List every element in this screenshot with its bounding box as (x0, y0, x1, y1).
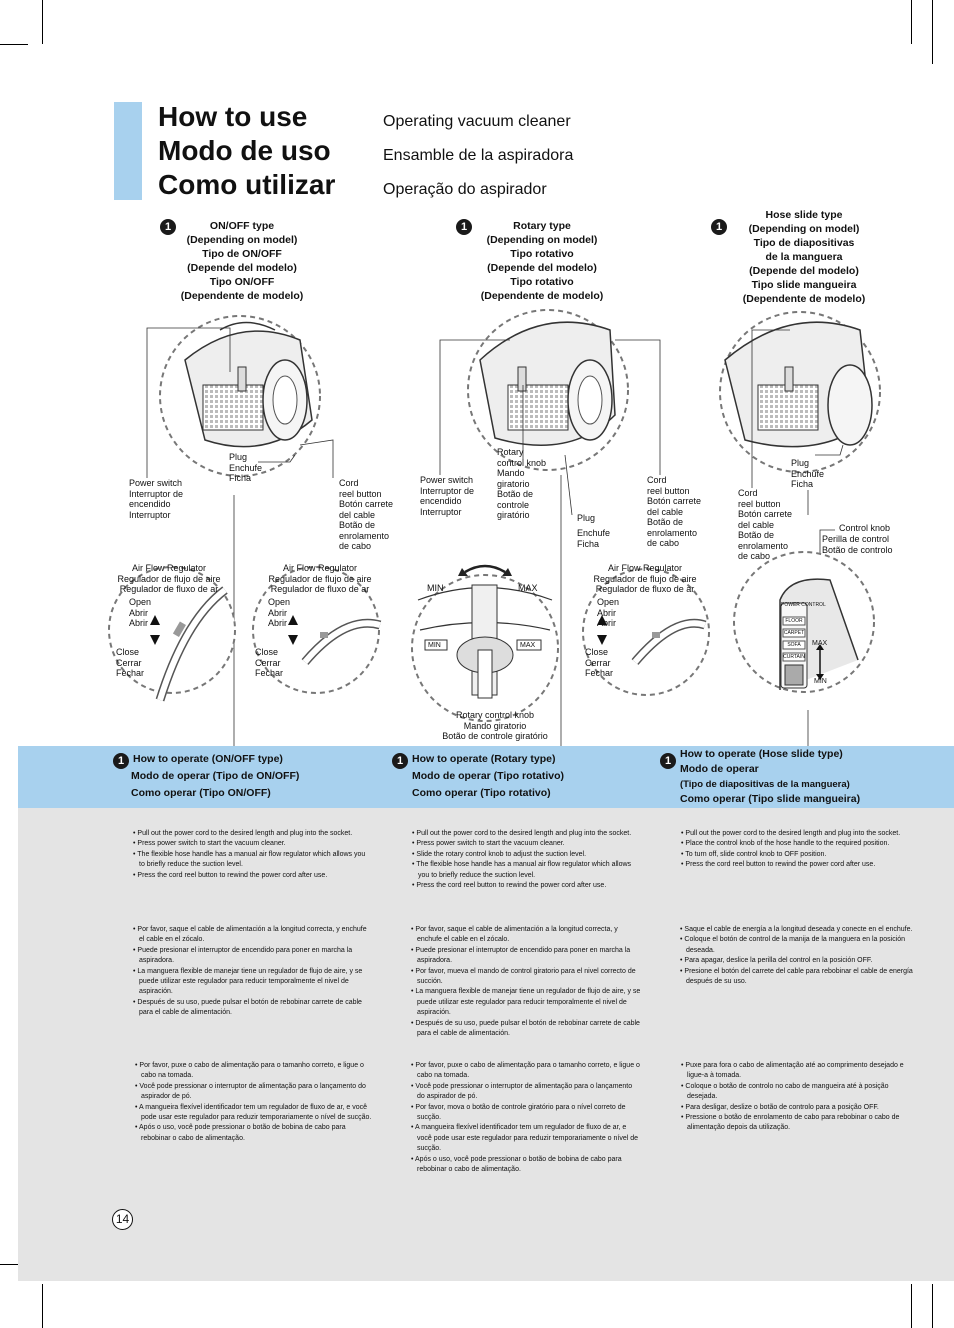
rotary-vacuum-illustration (467, 309, 629, 471)
onoff-type-heading: ON/OFF type(Depending on model) Tipo de … (180, 220, 304, 302)
operate-header-band (18, 746, 954, 808)
illustration-layer (108, 309, 881, 746)
rotary-min-label: MIN (427, 583, 444, 593)
step-badge: 1 (160, 219, 176, 235)
hose-type-heading: Hose slide type(Depending on model) Tipo… (742, 209, 866, 305)
hose-instructions-pt: • Puxe para fora o cabo de alimentação a… (681, 1062, 904, 1132)
page-title-en: How to use (158, 101, 308, 132)
hose-instructions-en: • Pull out the power cord to the desired… (681, 830, 901, 869)
rotary-max-label: MAX (518, 583, 538, 593)
onoff-vacuum-illustration (159, 315, 321, 477)
step-badge: 1 (660, 753, 676, 769)
rotary-max-marker: MAX (520, 642, 536, 649)
hose-max-label: MAX (812, 640, 828, 647)
rotary-type-heading: Rotary type(Depending on model) Tipo rot… (480, 220, 604, 302)
step-badge: 1 (456, 219, 472, 235)
onoff-airflow-open-illustration (108, 566, 236, 702)
rotary-operate-heading: How to operate (Rotary type)Modo de oper… (412, 753, 565, 799)
hose-instructions-es: • Saque el cable de energía a la longitu… (680, 926, 913, 986)
page-number: 14 (112, 1209, 133, 1230)
crop-mark (42, 0, 43, 44)
hose-min-label: MIN (814, 678, 827, 685)
hose-vacuum-illustration (719, 311, 881, 473)
rotary-min-marker: MIN (428, 642, 441, 649)
subtitle-es: Ensamble de la aspiradora (383, 147, 574, 164)
onoff-instructions-pt: • Por favor, puxe o cabo de alimentação … (135, 1062, 372, 1142)
onoff-operate-heading: How to operate (ON/OFF type)Modo de oper… (131, 753, 300, 799)
crop-mark (42, 1284, 43, 1328)
hose-floor-label: FLOOR (785, 618, 803, 624)
rotary-knob-illustration (411, 564, 559, 722)
step-badge: 1 (392, 753, 408, 769)
step-badge: 1 (113, 753, 129, 769)
rotary-instructions-pt: • Por favor, puxe o cabo de alimentação … (411, 1062, 640, 1174)
rotary-airflow-illustration (582, 568, 710, 696)
hose-curtain-label: CURTAIN (783, 654, 805, 660)
page-title-es: Modo de uso (158, 135, 331, 166)
crop-mark (932, 1284, 933, 1328)
onoff-instructions-es: • Por favor, saque el cable de alimentac… (133, 926, 367, 1017)
crop-mark (911, 0, 912, 44)
crop-mark (0, 1264, 28, 1265)
header-accent-bar (114, 102, 142, 200)
hose-operate-heading: How to operate (Hose slide type)Modo de … (680, 748, 861, 805)
crop-mark (911, 1284, 912, 1328)
instructions-panel (18, 808, 954, 1281)
crop-mark (0, 44, 28, 45)
rotary-instructions-en: • Pull out the power cord to the desired… (412, 830, 632, 890)
onoff-instructions-en: • Pull out the power cord to the desired… (133, 830, 366, 879)
subtitle-pt: Operação do aspirador (383, 181, 547, 198)
onoff-airflow-close-illustration (252, 566, 382, 694)
crop-mark (932, 0, 933, 64)
hose-sofa-label: SOFA (787, 642, 801, 648)
hose-handle-illustration (733, 551, 875, 693)
subtitle-en: Operating vacuum cleaner (383, 113, 571, 130)
hose-power-control-label: POWER CONTROL (781, 602, 826, 608)
step-badge: 1 (711, 219, 727, 235)
page-title-pt: Como utilizar (158, 169, 336, 200)
hose-carpet-label: CARPET (783, 630, 805, 636)
rotary-instructions-es: • Por favor, saque el cable de alimentac… (411, 926, 641, 1038)
